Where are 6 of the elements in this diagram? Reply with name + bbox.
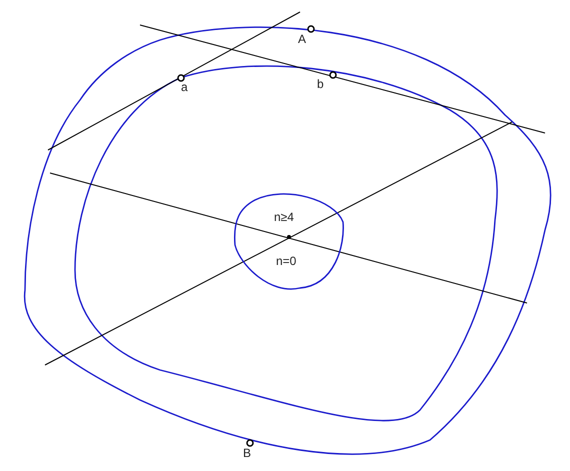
region-label: n≥4 [274, 211, 294, 223]
point-label: b [317, 78, 324, 90]
point-label: B [243, 447, 252, 459]
point-label: A [298, 33, 306, 45]
point-label: a [181, 81, 188, 93]
region-label: n=0 [276, 255, 296, 267]
